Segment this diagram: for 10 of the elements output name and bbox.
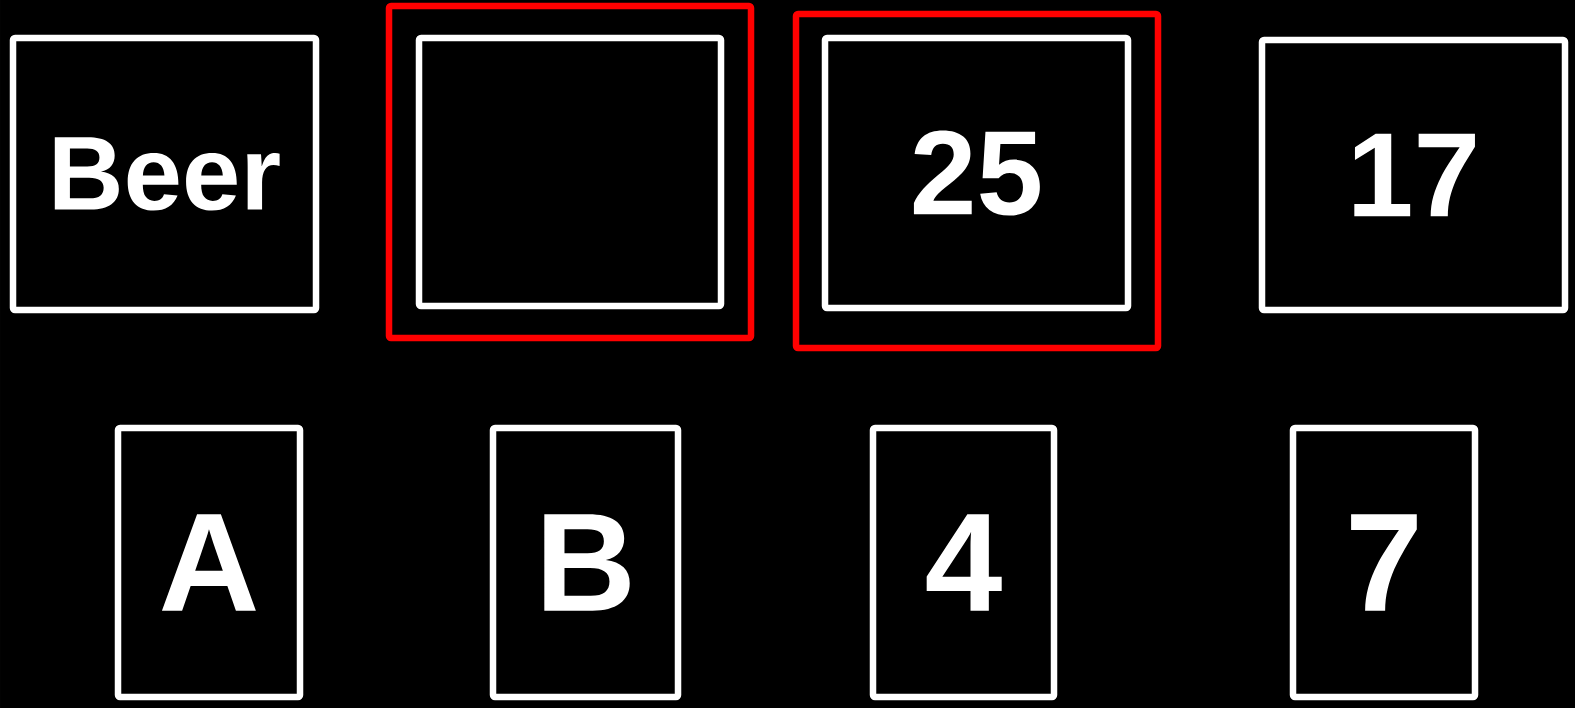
card: Beer: [9, 34, 320, 314]
card: [415, 34, 725, 310]
card: 17: [1258, 36, 1569, 314]
card: 25: [821, 34, 1132, 312]
card: 7: [1289, 424, 1479, 701]
card: A: [114, 424, 304, 701]
highlight-frame: [792, 10, 1162, 352]
card: B: [489, 424, 682, 701]
highlight-frame: [385, 2, 755, 342]
card: 4: [869, 424, 1058, 701]
